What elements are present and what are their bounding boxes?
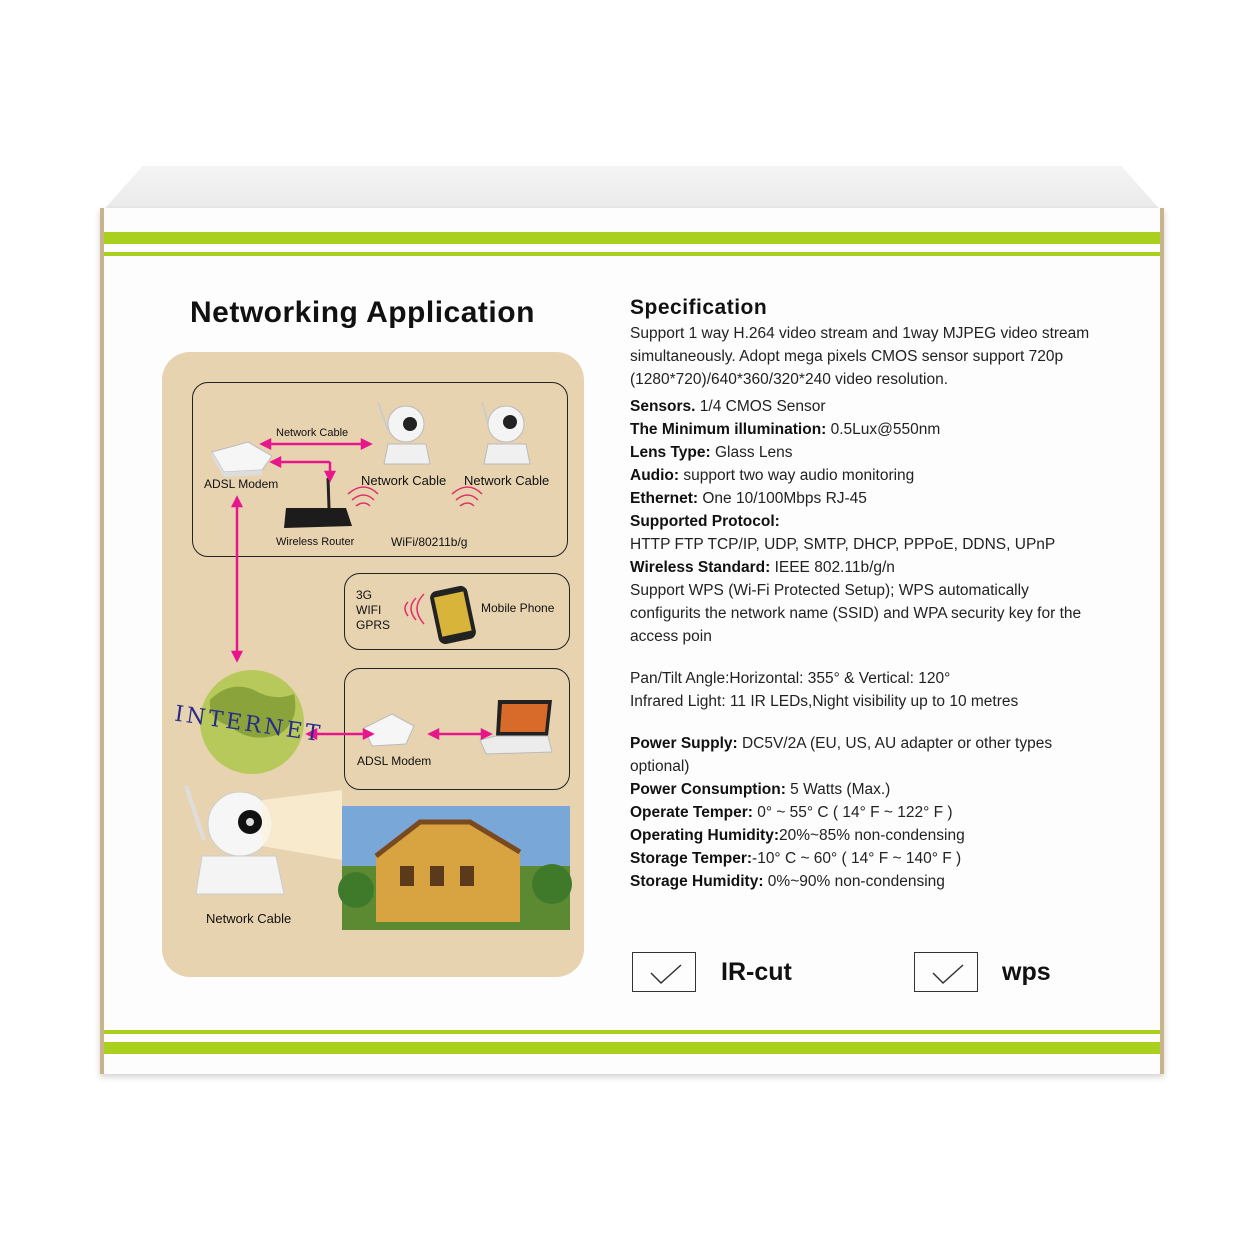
house-photo: [338, 806, 572, 930]
specification-title: Specification: [630, 296, 768, 319]
label-wifi: WiFi/80211b/g: [391, 535, 468, 549]
spec-ethernet: Ethernet: One 10/100Mbps RJ-45: [630, 490, 867, 507]
bottom-stripe-thick: [104, 1042, 1160, 1054]
ip-camera-icon-1: [377, 401, 431, 465]
wps-checkbox: [914, 952, 978, 992]
label-mode-3g: 3G: [356, 588, 373, 602]
wireless-router-icon: [284, 477, 352, 528]
spec-storage-humidity: Storage Humidity: 0%~90% non-condensing: [630, 873, 945, 890]
spec-pan-tilt: Pan/Tilt Angle:Horizontal: 355° & Vertic…: [630, 670, 951, 687]
ir-cut-checkbox: [632, 952, 696, 992]
spec-storage-temper: Storage Temper:-10° C ~ 60° ( 14° F ~ 14…: [630, 850, 962, 867]
label-mode-gprs: GPRS: [356, 618, 391, 632]
spec-supported-protocol: Supported Protocol:: [630, 513, 780, 530]
mobile-phone-icon: [430, 585, 476, 645]
spec-wireless-standard: Wireless Standard: IEEE 802.11b/g/n: [630, 559, 895, 576]
spec-protocols: HTTP FTP TCP/IP, UDP, SMTP, DHCP, PPPoE,…: [630, 536, 1056, 553]
remote-pc-frame: [344, 668, 570, 790]
checkmark-icon: [650, 964, 682, 985]
label-adsl-modem-bottom: ADSL Modem: [357, 754, 432, 768]
bottom-stripe-thin: [104, 1030, 1160, 1034]
label-network-cable-top: Network Cable: [276, 427, 349, 439]
spec-infrared: Infrared Light: 11 IR LEDs,Night visibil…: [630, 693, 1019, 710]
top-stripe-thin: [104, 252, 1160, 256]
label-mobile-phone: Mobile Phone: [481, 601, 555, 615]
spec-lens-type: Lens Type: Glass Lens: [630, 444, 793, 461]
ip-camera-icon-large: [184, 785, 342, 895]
specification-section: Specification Support 1 way H.264 video …: [630, 296, 1100, 893]
label-mode-wifi: WIFI: [356, 603, 382, 617]
wifi-waves-icon: [347, 486, 483, 625]
adsl-modem-icon-bottom: [363, 713, 415, 747]
networking-title: Networking Application: [190, 296, 535, 329]
label-network-cable-bottom: Network Cable: [206, 911, 292, 926]
spec-power-supply: Power Supply: DC5V/2A (EU, US, AU adapte…: [630, 735, 1053, 775]
connection-arrows: [230, 437, 493, 741]
box-top-flap: [100, 166, 1164, 214]
spec-sensors: Sensors. 1/4 CMOS Sensor: [630, 398, 826, 415]
label-wireless-router: Wireless Router: [276, 536, 355, 548]
spec-power-consumption: Power Consumption: 5 Watts (Max.): [630, 781, 891, 798]
checkmark-icon: [932, 964, 964, 985]
spec-operate-temper: Operate Temper: 0° ~ 55° C ( 14° F ~ 122…: [630, 804, 953, 821]
ir-cut-label: IR-cut: [721, 958, 792, 986]
label-network-cable-cam2: Network Cable: [464, 473, 550, 488]
label-adsl-modem-top: ADSL Modem: [204, 477, 279, 491]
spec-audio: Audio: support two way audio monitoring: [630, 467, 915, 484]
globe-icon: [200, 670, 304, 774]
ip-camera-icon-2: [481, 401, 531, 465]
laptop-icon: [479, 700, 553, 755]
spec-intro: Support 1 way H.264 video stream and 1wa…: [630, 325, 1090, 388]
mobile-frame: [344, 573, 570, 650]
top-stripe-thick: [104, 232, 1160, 244]
spec-wps: Support WPS (Wi-Fi Protected Setup); WPS…: [630, 582, 1082, 645]
spec-min-illumination: The Minimum illumination: 0.5Lux@550nm: [630, 421, 941, 438]
home-network-frame: [192, 382, 568, 557]
spec-operating-humidity: Operating Humidity:20%~85% non-condensin…: [630, 827, 965, 844]
label-network-cable-cam1: Network Cable: [361, 473, 447, 488]
adsl-modem-icon: [211, 441, 273, 477]
wps-label: wps: [1002, 958, 1051, 986]
